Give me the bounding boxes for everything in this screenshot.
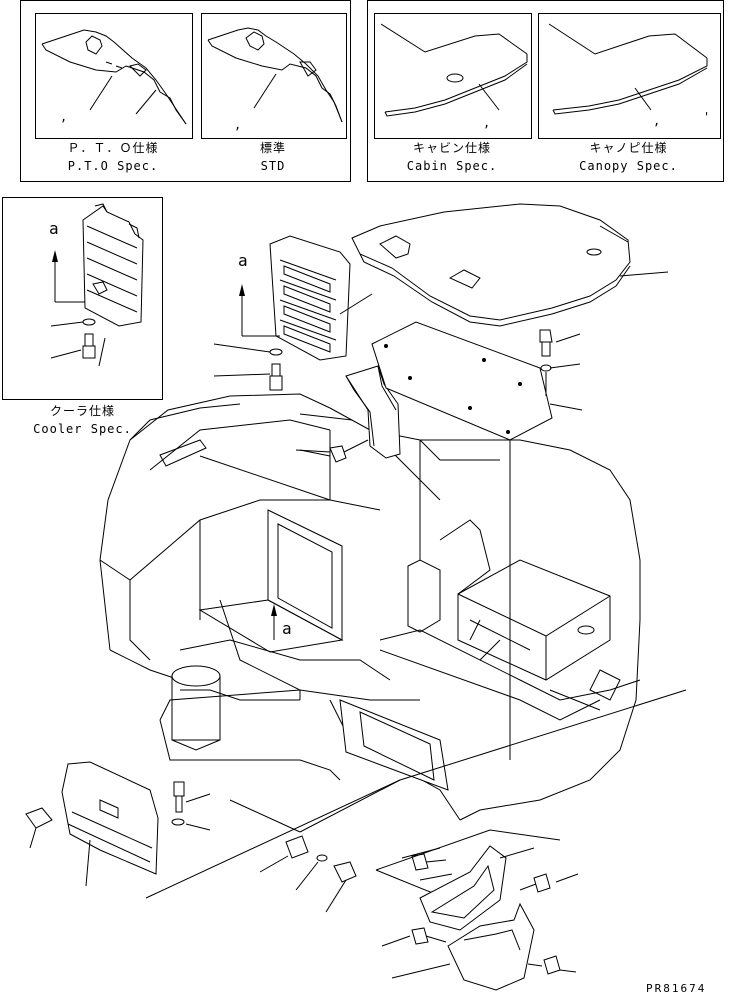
- cooler-caption-jp: クーラ仕様: [49, 404, 115, 418]
- floor-plate: [372, 322, 552, 440]
- inset-cabin: ,: [374, 13, 532, 139]
- floor-cover: [352, 204, 630, 320]
- std-floor-cover-drawing: [202, 14, 346, 138]
- pto-tick: ,: [60, 110, 68, 124]
- std-caption-jp: 標準: [259, 141, 286, 155]
- main-view-marker: a: [238, 251, 248, 270]
- pto-floor-cover-drawing: [36, 14, 192, 138]
- pto-caption-en: P.T.O Spec.: [67, 159, 159, 173]
- cooler-view-marker: a: [49, 219, 59, 238]
- inset-std: ,: [201, 13, 347, 139]
- bracket: [346, 366, 400, 458]
- lower-bracket: [448, 904, 534, 990]
- cabin-caption-en: Cabin Spec.: [406, 159, 498, 173]
- cooler-caption-en: Cooler Spec.: [33, 422, 132, 436]
- cabin-caption-jp: キャビン仕様: [412, 141, 491, 155]
- canopy-tick-2: ': [703, 110, 711, 124]
- control-box: [458, 560, 610, 680]
- cabin-tick: ,: [483, 116, 491, 130]
- std-caption-en: STD: [260, 159, 286, 173]
- canopy-tick-1: ,: [653, 114, 661, 128]
- std-tick: ,: [234, 118, 242, 132]
- inset-pto: ,: [35, 13, 193, 139]
- inset-group-pto-std: , , Ｐ．Ｔ．Ｏ仕様 P.T.O Spec. 標準 STD: [20, 0, 351, 182]
- pto-caption-jp: Ｐ．Ｔ．Ｏ仕様: [67, 141, 159, 155]
- canopy-caption-jp: キャノピ仕様: [589, 141, 668, 155]
- cabin-floor-plate-drawing: [375, 14, 531, 138]
- cooler-cover: [270, 236, 350, 360]
- canopy-floor-plate-drawing: [539, 14, 720, 138]
- body-outline: [100, 394, 640, 820]
- cooler-cover-drawing: [3, 198, 162, 399]
- inset-cooler: a クーラ仕様 Cooler Spec.: [2, 197, 163, 436]
- drawing-number: PR81674: [646, 982, 707, 995]
- inset-canopy: , ': [538, 13, 721, 139]
- canopy-caption-en: Canopy Spec.: [579, 159, 678, 173]
- main-view-marker-body: a: [282, 619, 292, 638]
- inset-group-cabin-canopy: , , ' キャビン仕様 Cabin Spec. キャノピ仕様 Canopy S…: [367, 0, 724, 182]
- side-cover: [62, 762, 158, 874]
- step-bracket: [420, 846, 506, 930]
